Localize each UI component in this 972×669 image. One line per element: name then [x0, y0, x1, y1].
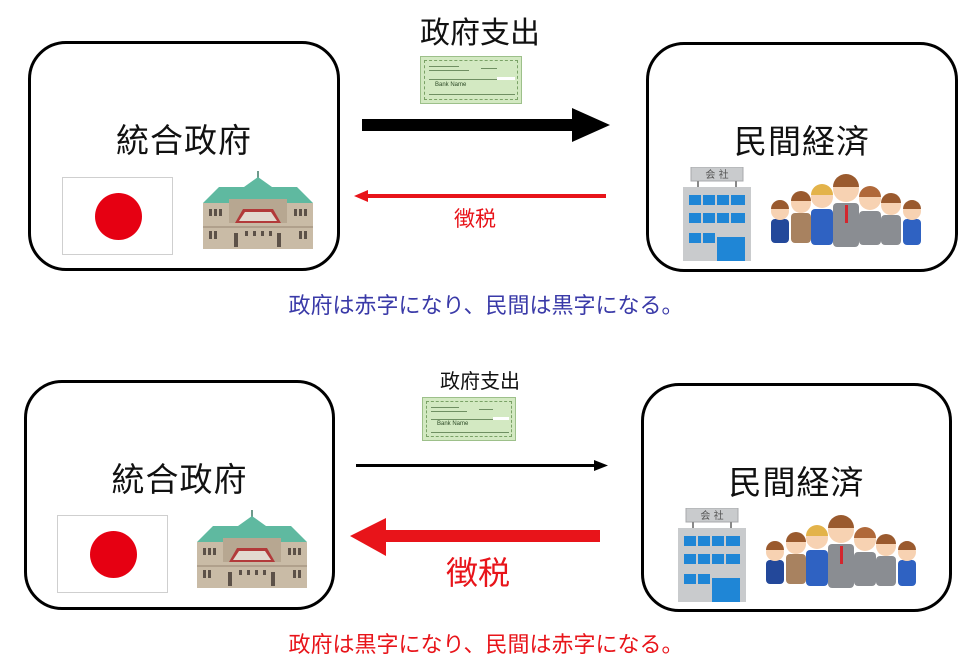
check-icon: Bank Name — [422, 397, 516, 441]
caption-bottom: 政府は黒字になり、民間は赤字になる。 — [288, 633, 684, 658]
tax-arrow-bottom — [350, 518, 600, 556]
private-economy-box: 民間経済 会 社 — [641, 383, 952, 612]
business-people-icon — [766, 515, 916, 588]
tax-label-bottom: 徴税 — [445, 554, 510, 592]
business-people-icon — [771, 174, 921, 247]
company-building-icon: 会 社 — [678, 508, 746, 602]
spending-arrow-bottom — [356, 460, 608, 471]
check-icon: Bank Name — [420, 56, 522, 104]
check-bank-name: Bank Name — [435, 82, 467, 88]
integrated-government-box: 統合政府 — [28, 41, 340, 271]
private-economy-title: 民間経済 — [734, 122, 870, 161]
japan-flag-icon — [57, 515, 168, 593]
integrated-government-box: 統合政府 — [24, 380, 335, 610]
private-economy-title: 民間経済 — [728, 463, 865, 502]
government-spending-label-top: 政府支出 — [420, 16, 540, 51]
central-bank-building-icon — [203, 171, 313, 249]
tax-arrow-top — [354, 190, 606, 202]
company-sign: 会 社 — [700, 509, 723, 522]
japan-flag-icon — [62, 177, 173, 255]
tax-label-top: 徴税 — [454, 207, 496, 231]
company-building-icon: 会 社 — [683, 167, 751, 261]
government-spending-label-bottom: 政府支出 — [440, 369, 520, 393]
check-bank-name: Bank Name — [437, 421, 469, 427]
central-bank-building-icon — [197, 510, 307, 588]
spending-arrow-top — [362, 108, 610, 142]
caption-top: 政府は赤字になり、民間は黒字になる。 — [288, 294, 684, 319]
company-sign: 会 社 — [705, 168, 728, 181]
private-economy-box: 民間経済 会 社 — [646, 42, 958, 272]
integrated-government-title: 統合政府 — [111, 460, 248, 499]
integrated-government-title: 統合政府 — [116, 121, 252, 160]
